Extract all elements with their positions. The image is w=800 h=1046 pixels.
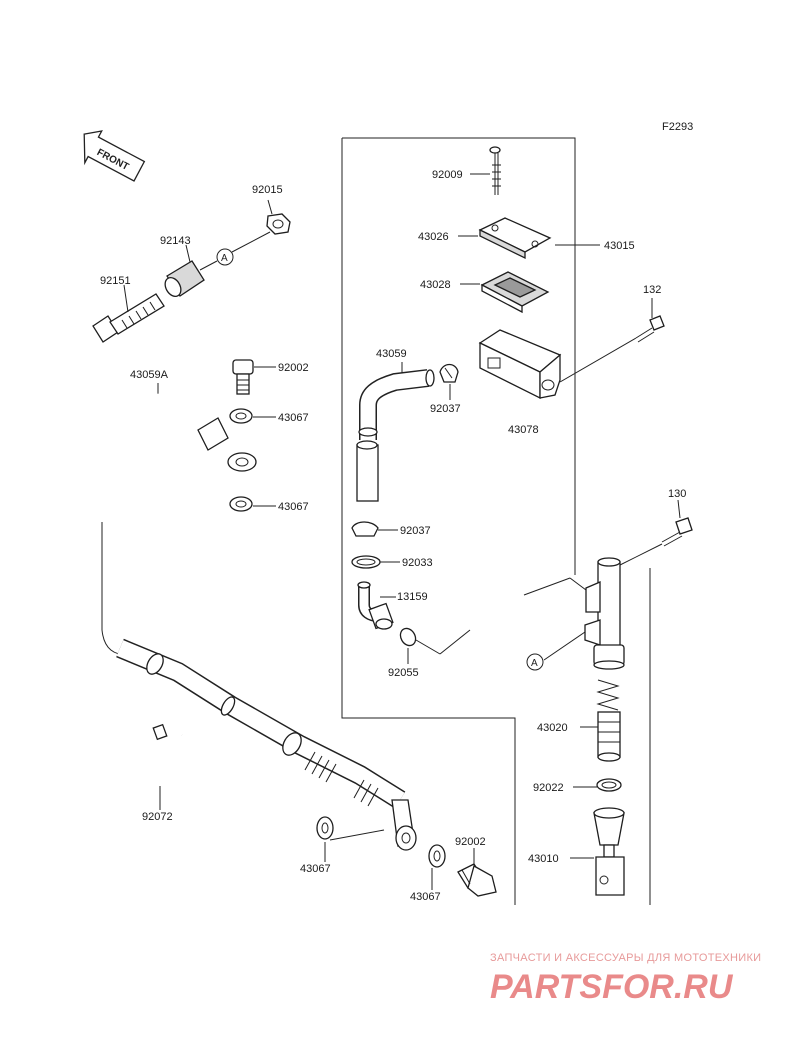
label-92037-b: 92037 — [400, 525, 431, 537]
svg-text:A: A — [221, 253, 228, 264]
o-ring-92055 — [399, 627, 417, 647]
bolt-130 — [661, 517, 693, 547]
label-43059: 43059 — [376, 348, 407, 360]
label-92015: 92015 — [252, 184, 283, 196]
piston-spring-43020 — [596, 679, 621, 762]
reservoir-body-43078 — [478, 329, 562, 400]
callout-a-left: A — [216, 248, 234, 266]
banjo-bolt-92002-top — [232, 359, 254, 395]
washer-43067-a — [229, 408, 253, 424]
label-43078: 43078 — [508, 424, 539, 436]
label-92072: 92072 — [142, 811, 173, 823]
label-43010: 43010 — [528, 853, 559, 865]
collar-92143 — [164, 260, 205, 297]
washer-43067-d — [428, 844, 446, 868]
label-92151: 92151 — [100, 275, 131, 287]
diaphragm-43028 — [480, 271, 550, 314]
banjo-bolt-92002-bottom — [457, 863, 497, 897]
label-43026: 43026 — [418, 231, 449, 243]
label-92055: 92055 — [388, 667, 419, 679]
clip-92037-a — [439, 363, 459, 383]
label-13159: 13159 — [397, 591, 428, 603]
bolt-92151 — [92, 293, 165, 343]
screw-132 — [635, 315, 665, 343]
label-132: 132 — [643, 284, 661, 296]
label-92037-a: 92037 — [430, 403, 461, 415]
label-92002-bottom: 92002 — [455, 836, 486, 848]
label-92009: 92009 — [432, 169, 463, 181]
push-rod-43010 — [593, 807, 625, 896]
watermark-tagline: ЗАПЧАСТИ И АКСЕССУАРЫ ДЛЯ МОТОТЕХНИКИ — [490, 952, 762, 964]
label-43020: 43020 — [537, 722, 568, 734]
figure-code: F2293 — [662, 121, 693, 133]
screw-92009 — [489, 146, 501, 195]
clip-92037-b — [351, 521, 379, 537]
label-43059A: 43059A — [130, 369, 169, 381]
callout-a-right: A — [526, 653, 544, 671]
label-43067-a: 43067 — [278, 412, 309, 424]
clamp-92072 — [134, 723, 186, 782]
washer-43067-c — [316, 816, 334, 840]
label-43015: 43015 — [604, 240, 635, 252]
fitting-13159 — [357, 581, 394, 630]
cap-43026 — [478, 217, 552, 260]
circlip-92022 — [596, 778, 622, 792]
reservoir-hose-43059 — [356, 369, 435, 502]
assembly-boundary — [342, 137, 576, 575]
label-92033: 92033 — [402, 557, 433, 569]
svg-text:PARTSFOR.RU: PARTSFOR.RU — [490, 968, 734, 1006]
front-arrow-icon: FRONT — [83, 130, 146, 182]
label-43067-b: 43067 — [278, 501, 309, 513]
circlip-92033 — [351, 555, 381, 569]
label-130: 130 — [668, 488, 686, 500]
watermark-logo: PARTSFOR.RU — [490, 968, 734, 1006]
label-92002-top: 92002 — [278, 362, 309, 374]
label-43067-c: 43067 — [300, 863, 331, 875]
label-43067-d: 43067 — [410, 891, 441, 903]
nut-92015 — [266, 213, 291, 235]
svg-text:A: A — [531, 658, 538, 669]
hose-43059A — [95, 393, 417, 851]
label-92143: 92143 — [160, 235, 191, 247]
label-92022: 92022 — [533, 782, 564, 794]
cylinder-body — [584, 557, 625, 670]
label-43028: 43028 — [420, 279, 451, 291]
washer-43067-b — [229, 496, 253, 512]
